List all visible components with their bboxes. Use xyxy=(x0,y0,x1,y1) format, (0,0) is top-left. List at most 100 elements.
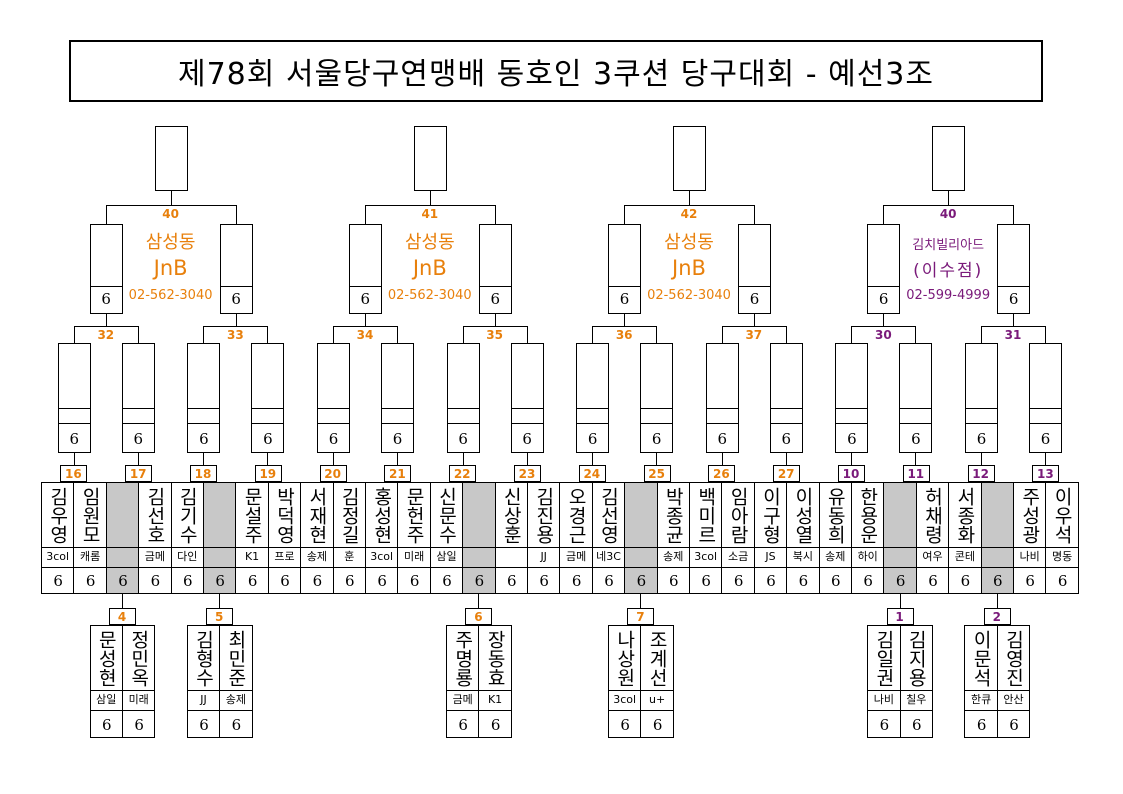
sponsor-brand: JnB xyxy=(153,256,188,280)
round1-box xyxy=(1029,343,1062,453)
semifinal-match-number: 37 xyxy=(745,328,763,342)
player-name: 김우영 xyxy=(41,482,75,548)
prelim-match-number: 5 xyxy=(215,610,224,624)
player-score-cell: 6 xyxy=(494,567,528,594)
bye-slot xyxy=(883,482,917,548)
player-club: 하이 xyxy=(851,547,885,568)
prelim-score-cell: 6 xyxy=(478,710,512,738)
player-club: 네3C xyxy=(591,547,626,568)
player-name: 유동희 xyxy=(818,482,852,548)
round1-box xyxy=(187,343,221,453)
player-name-text: 이성열 xyxy=(791,486,814,544)
score-divider xyxy=(965,423,998,424)
connector-line xyxy=(592,326,658,327)
round1-match-number: 10 xyxy=(842,467,860,481)
prelim-player-club: JJ xyxy=(186,690,221,711)
connector-line xyxy=(137,326,139,343)
player-name-text: 유동희 xyxy=(824,486,847,544)
connector-line xyxy=(429,191,431,205)
connector-line xyxy=(462,453,464,465)
prelim-score-cell: 6 xyxy=(186,710,221,738)
prelim-score-cell: 6 xyxy=(899,710,933,738)
connector-line xyxy=(721,326,723,343)
player-name: 오경근 xyxy=(559,482,593,548)
connector-line xyxy=(785,453,787,465)
connector-line xyxy=(1045,453,1046,465)
player-club: 나비 xyxy=(1013,547,1047,568)
prelim-score-cell: 6 xyxy=(964,710,998,738)
prelim-player-name-text: 주명룡 xyxy=(451,629,474,687)
player-name: 신상훈 xyxy=(494,482,528,548)
player-name-text: 박종균 xyxy=(662,486,685,544)
player-score-cell: 6 xyxy=(786,567,820,594)
match-number-box xyxy=(190,465,217,482)
final-box xyxy=(932,126,966,191)
prelim-player-club: 미래 xyxy=(122,690,156,711)
score-mark: 6 xyxy=(345,572,355,590)
sponsor-name: 삼성동 xyxy=(664,232,714,253)
score-mark: 6 xyxy=(118,572,128,590)
score-divider xyxy=(965,408,998,409)
round1-box xyxy=(576,343,610,453)
score-mark: 6 xyxy=(247,572,258,590)
player-score-cell: 6 xyxy=(753,567,788,594)
player-club: 명동 xyxy=(1045,547,1079,568)
player-name-text: 김정길 xyxy=(338,486,361,544)
round1-match-number: 24 xyxy=(583,467,601,481)
player-score-cell: 6 xyxy=(527,567,561,594)
round1-match-number: 18 xyxy=(194,467,212,481)
sponsor-phone: 02-599-4999 xyxy=(906,288,991,303)
final-match-number: 41 xyxy=(421,207,439,221)
score-mark: 6 xyxy=(912,716,922,734)
player-name-text: 김진용 xyxy=(532,486,555,544)
score-divider xyxy=(187,408,221,409)
bye-club xyxy=(624,547,658,568)
score-mark: 6 xyxy=(879,716,890,734)
score-mark: 6 xyxy=(458,716,468,734)
round1-box xyxy=(57,343,91,453)
connector-line xyxy=(235,314,237,326)
prelim-player-name: 문성현 xyxy=(89,625,123,691)
prelim-score-cell: 6 xyxy=(122,710,156,738)
prelim-player-club: 송제 xyxy=(219,690,253,711)
score-divider xyxy=(769,423,803,424)
connector-line xyxy=(948,191,950,205)
round1-box xyxy=(317,343,350,453)
score-mark: 6 xyxy=(328,430,339,448)
match-number-box xyxy=(643,465,671,482)
round1-box xyxy=(510,343,544,453)
prelim-match-number: 4 xyxy=(117,610,127,624)
sponsor-name: 김치빌리아드 xyxy=(912,238,985,253)
player-club: K1 xyxy=(235,547,269,568)
round1-match-number: 16 xyxy=(65,467,82,481)
score-mark: 6 xyxy=(863,572,873,590)
match-number-box xyxy=(838,465,865,482)
player-score-cell: 6 xyxy=(300,567,334,594)
player-club: 송제 xyxy=(818,547,852,568)
connector-line xyxy=(851,326,853,343)
score-divider xyxy=(867,286,901,287)
connector-line xyxy=(640,594,642,608)
round1-match-number: 19 xyxy=(259,467,277,481)
score-mark: 6 xyxy=(651,430,662,448)
bye-club xyxy=(462,547,496,568)
sponsor-name: 삼성동 xyxy=(404,232,455,253)
connector-line xyxy=(592,453,594,465)
score-mark: 6 xyxy=(360,290,371,308)
score-divider xyxy=(1029,423,1062,424)
player-score-cell: 6 xyxy=(41,567,75,594)
prelim-player-club: 삼일 xyxy=(89,690,123,711)
round1-match-number: 13 xyxy=(1037,467,1054,481)
round1-match-number: 20 xyxy=(324,467,341,481)
player-score-cell: 6 xyxy=(332,567,366,594)
player-name: 이우석 xyxy=(1045,482,1079,548)
player-score-cell: 6 xyxy=(1045,567,1079,594)
prelim-player-name: 김형수 xyxy=(186,625,221,691)
connector-line xyxy=(364,314,366,326)
round1-match-number: 22 xyxy=(453,467,471,481)
player-name-text: 한용운 xyxy=(856,486,879,544)
player-score-cell: 6 xyxy=(429,567,464,594)
connector-line xyxy=(1013,205,1015,224)
player-name: 백미르 xyxy=(689,482,723,548)
prelim-player-name: 정민옥 xyxy=(122,625,156,691)
